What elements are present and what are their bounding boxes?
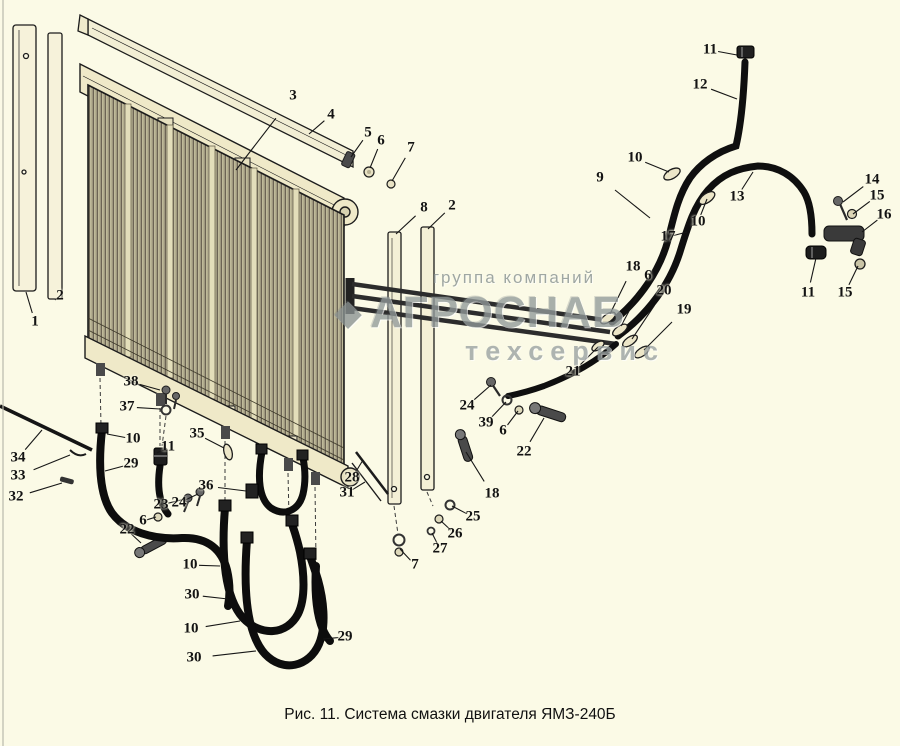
oil-pipes-middle xyxy=(345,278,617,347)
oil-hoses-right xyxy=(505,58,816,399)
radiator-bottom-tank xyxy=(84,334,360,490)
hose-clamps-right xyxy=(591,167,716,359)
top-mounting-strap xyxy=(77,14,354,169)
tee-fitting-group xyxy=(805,196,866,270)
radiator-core xyxy=(87,83,345,470)
hose-end-fitting-top xyxy=(736,45,755,59)
oil-hoses-bottom xyxy=(96,426,334,670)
figure-caption: Рис. 11. Система смазки двигателя ЯМЗ-24… xyxy=(284,706,616,723)
assembly-guide-lines xyxy=(99,377,434,561)
middle-fastener-group xyxy=(392,377,567,557)
scan-edge xyxy=(2,0,4,746)
strap-fasteners xyxy=(341,151,396,189)
right-mounting-brackets xyxy=(351,226,435,505)
leader-lines xyxy=(24,50,878,657)
left-mounting-bracket xyxy=(12,24,63,300)
